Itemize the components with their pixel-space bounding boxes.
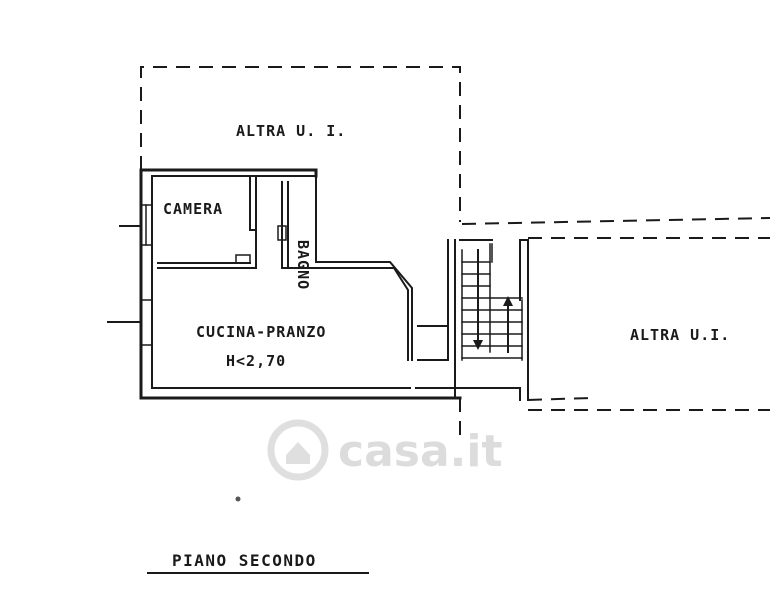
adjacent-unit-top-boundary (140, 66, 461, 222)
room-height-label: H<2,70 (226, 352, 286, 370)
scan-speck (235, 496, 241, 502)
bagno-partitions (277, 175, 413, 361)
room-label-bagno: BAGNO (294, 240, 312, 290)
watermark: casa.it (267, 419, 502, 481)
floor-title: PIANO SECONDO (172, 551, 317, 570)
watermark-logo-icon (267, 419, 329, 481)
adjacent-unit-right-boundary (459, 217, 770, 440)
stair-arrow-down-icon (473, 340, 483, 350)
room-label-camera: CAMERA (163, 200, 223, 218)
camera-partitions (157, 175, 257, 269)
room-label-altra-right: ALTRA U.I. (630, 326, 730, 344)
staircase (461, 243, 523, 361)
room-label-cucina: CUCINA-PRANZO (196, 323, 326, 341)
landing-walls (417, 239, 529, 401)
room-label-altra-top: ALTRA U. I. (236, 122, 346, 140)
apartment-walls (107, 168, 462, 400)
watermark-text: casa.it (338, 426, 502, 477)
stair-arrow-up-icon (503, 296, 513, 306)
